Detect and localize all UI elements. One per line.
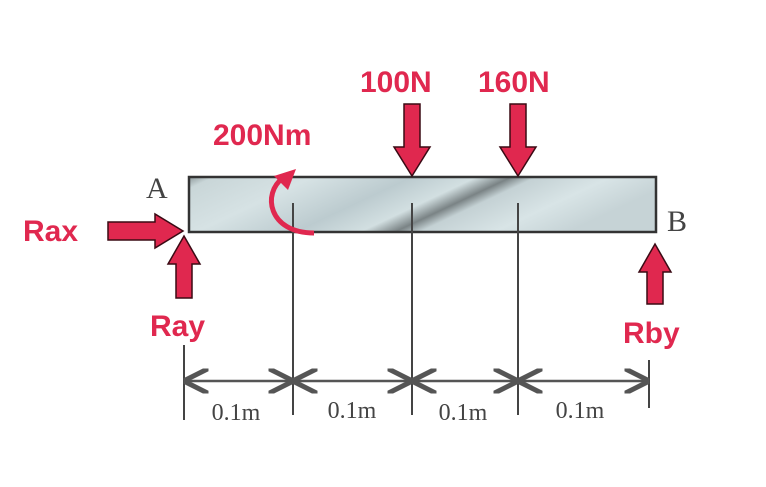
load-1-label: 100N bbox=[360, 66, 432, 99]
dimension-label-4: 0.1m bbox=[556, 398, 605, 424]
dimension-label-3: 0.1m bbox=[439, 400, 488, 426]
reaction-by-label: Rby bbox=[623, 317, 680, 350]
point-a-label: A bbox=[146, 172, 168, 205]
load-arrow-1 bbox=[392, 103, 432, 178]
point-b-label: B bbox=[667, 205, 687, 238]
dimension-label-2: 0.1m bbox=[328, 398, 377, 424]
reaction-ay-label: Ray bbox=[150, 310, 205, 343]
moment-label: 200Nm bbox=[213, 119, 311, 152]
moment-arrowhead bbox=[274, 169, 296, 190]
dimension-label-1: 0.1m bbox=[212, 400, 261, 426]
reaction-arrow-ay bbox=[166, 234, 202, 299]
reaction-arrow-ax bbox=[107, 212, 185, 250]
reaction-ax-label: Rax bbox=[23, 215, 78, 248]
moment-arrow bbox=[268, 175, 315, 236]
load-2-label: 160N bbox=[478, 66, 550, 99]
reaction-arrow-by bbox=[637, 242, 673, 305]
reference-lines bbox=[183, 203, 650, 420]
load-arrow-2 bbox=[498, 103, 538, 178]
beam bbox=[187, 175, 658, 234]
